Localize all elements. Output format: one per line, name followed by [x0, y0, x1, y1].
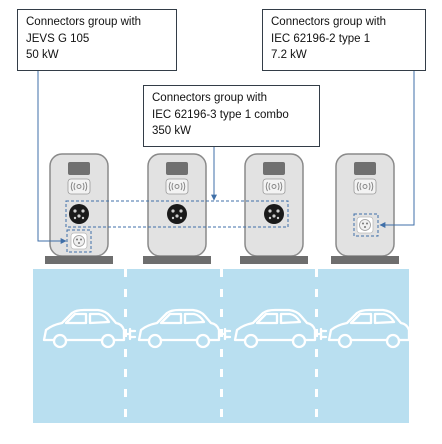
screen — [166, 162, 188, 175]
combo-group-outline — [65, 200, 289, 228]
screen — [354, 162, 376, 175]
callout-line: 350 kW — [152, 125, 191, 137]
parking-area — [33, 269, 409, 423]
callout-iec-type1: Connectors group with IEC 62196-2 type 1… — [262, 9, 426, 71]
callout-line: 7.2 kW — [271, 49, 307, 61]
callout-line: JEVS G 105 — [26, 32, 90, 45]
type1-group-outline — [353, 213, 379, 237]
electric-car-icon — [137, 308, 232, 349]
callout-line: IEC 62196-2 type 1 — [271, 32, 371, 45]
callout-iec-combo: Connectors group with IEC 62196-3 type 1… — [143, 85, 320, 147]
connector-socket-icon — [167, 204, 187, 224]
charger-icon — [143, 153, 211, 264]
charger-icon — [240, 153, 308, 264]
contactless-reader-icon — [165, 178, 189, 195]
contactless-reader-icon — [67, 178, 91, 195]
callout-line: Connectors group with — [26, 16, 142, 28]
electric-car-icon — [327, 308, 422, 349]
arrow-icon — [379, 71, 415, 228]
callout-line: Connectors group with — [271, 16, 387, 28]
connector-socket-icon — [356, 216, 374, 234]
contactless-reader-icon — [353, 178, 377, 195]
connector-socket-icon — [264, 204, 284, 224]
arrow-icon — [37, 71, 67, 244]
leader-lines — [37, 71, 415, 244]
callout-line: 50 kW — [26, 49, 59, 61]
jevs-group-outline — [66, 229, 92, 253]
connector-group-outlines — [65, 200, 379, 253]
callout-line: IEC 62196-3 type 1 combo — [152, 108, 289, 121]
electric-car-icon — [233, 308, 328, 349]
electric-car-icon — [42, 308, 137, 349]
callout-jevs-g105: Connectors group with JEVS G 105 50 kW — [17, 9, 177, 71]
connector-socket-icon — [70, 232, 88, 250]
screen — [263, 162, 285, 175]
screen — [68, 162, 90, 175]
charger-icon — [45, 153, 113, 264]
connector-socket-icon — [69, 204, 89, 224]
callout-line: Connectors group with — [152, 92, 268, 104]
charger-icon — [331, 153, 399, 264]
contactless-reader-icon — [262, 178, 286, 195]
